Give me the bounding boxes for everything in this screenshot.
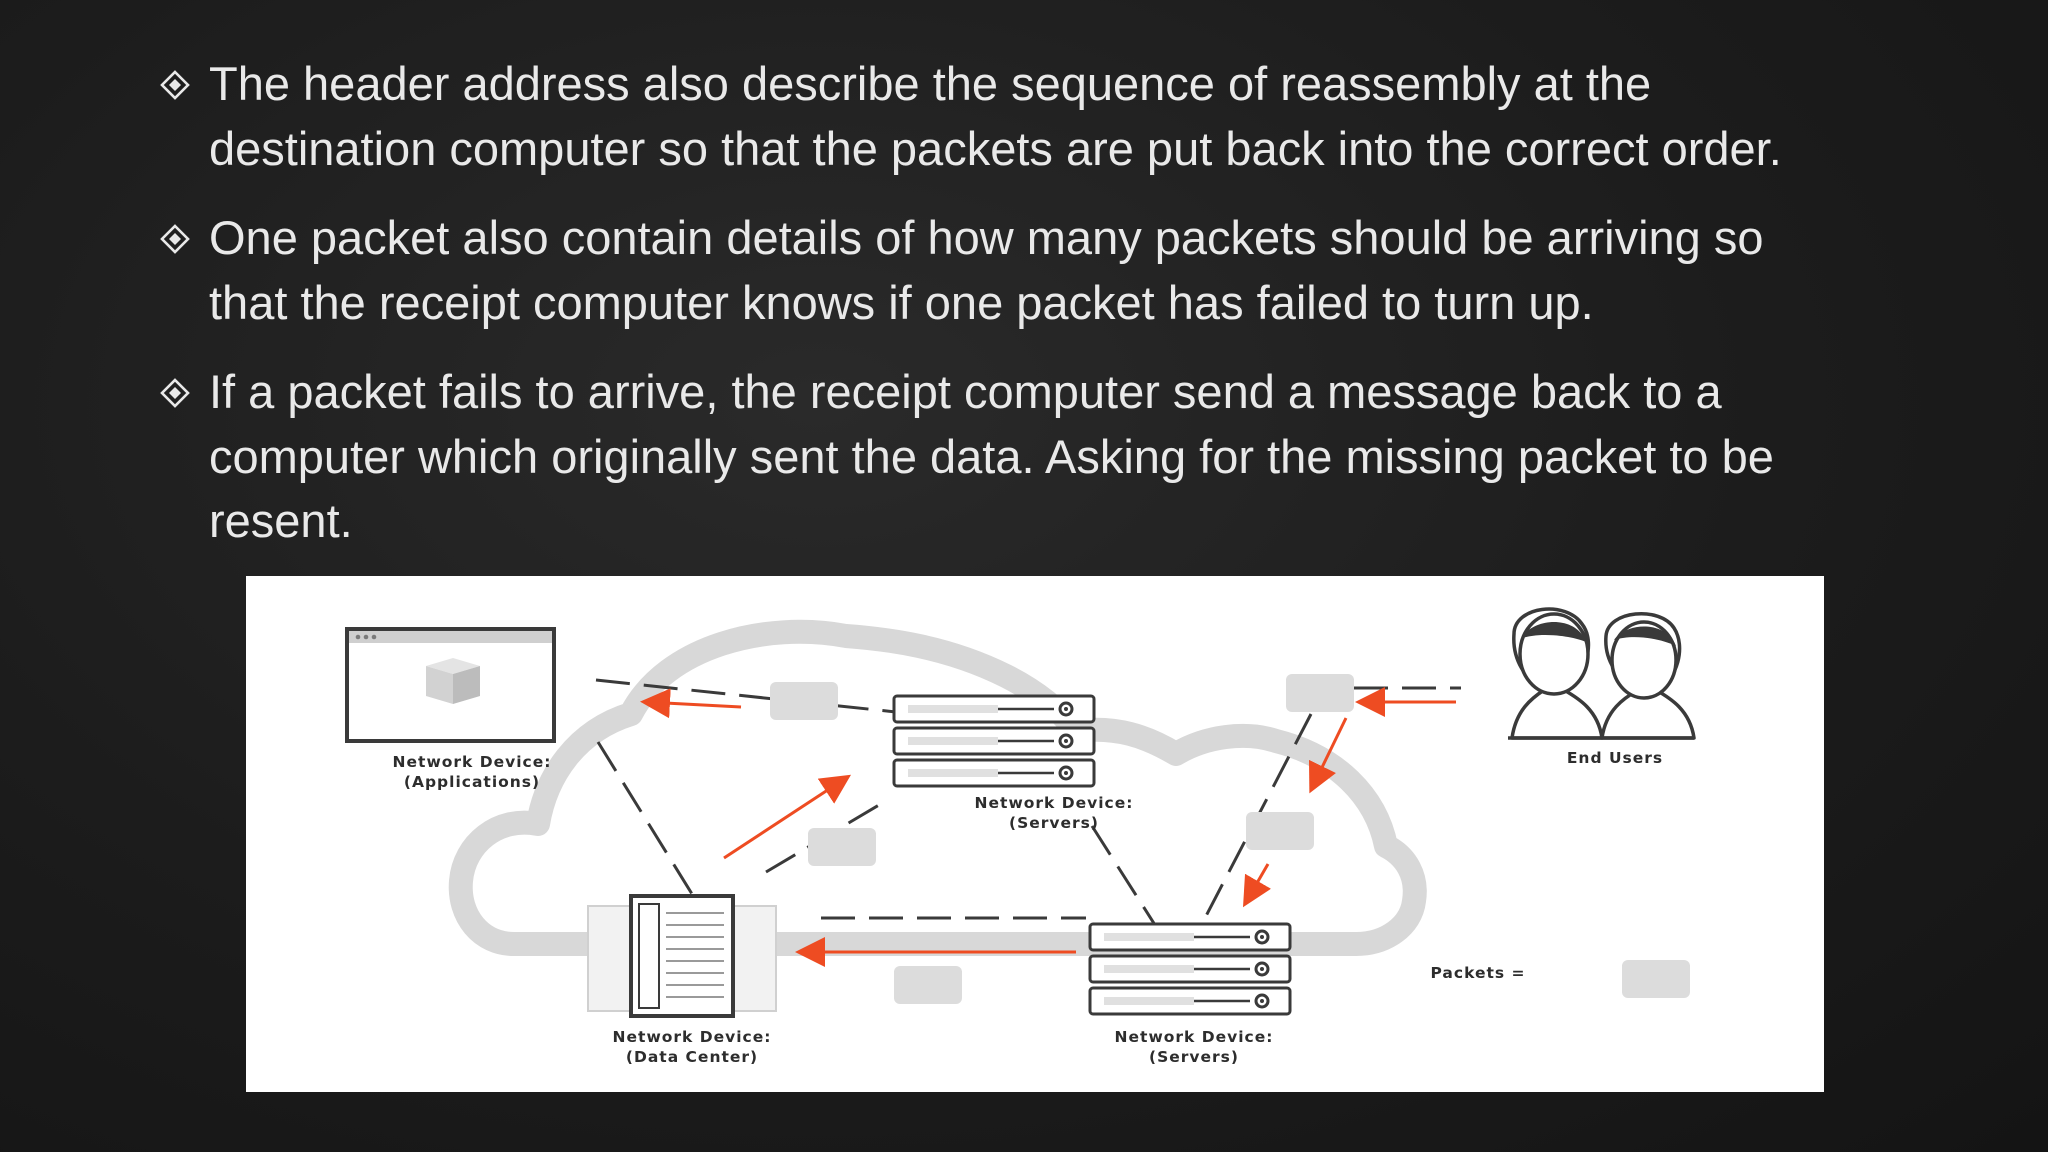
bullet-text-line: computer which originally sent the data.… xyxy=(209,429,1774,483)
network-diagram-svg: Network Device: (Applications) xyxy=(345,607,1696,1066)
applications-window-icon xyxy=(345,627,556,743)
end-users-label: End Users xyxy=(1567,749,1663,767)
bullet-text-line: If a packet fails to arrive, the receipt… xyxy=(209,365,1722,418)
end-users-icon xyxy=(1508,607,1696,740)
bullet-text-line: resent. xyxy=(209,494,353,547)
servers-top-label-line1: Network Device: xyxy=(975,794,1134,812)
diamond-bullet-icon xyxy=(160,70,190,100)
network-diagram: Network Device: (Applications) xyxy=(246,576,1824,1092)
packet-flow-arrows xyxy=(640,687,1456,967)
servers-top-label-line2: (Servers) xyxy=(1009,814,1099,832)
bullet-text-line: destination computer so that the packets… xyxy=(209,121,1782,175)
server-rack-icon xyxy=(1088,922,1292,1016)
cube-icon xyxy=(426,658,480,704)
packets xyxy=(770,674,1354,1004)
diamond-bullet-icon xyxy=(160,224,190,254)
bullet-item: The header address also describe the seq… xyxy=(160,52,1920,181)
applications-label-line2: (Applications) xyxy=(404,773,540,791)
applications-label-line1: Network Device: xyxy=(393,753,552,771)
bullet-text-line: One packet also contain details of how m… xyxy=(209,211,1764,264)
servers-bottom-label-line2: (Servers) xyxy=(1149,1048,1239,1066)
data-center-icon xyxy=(587,894,777,1018)
cloud-shape xyxy=(448,619,1427,956)
data-center-label-line1: Network Device: xyxy=(613,1028,772,1046)
packets-legend-label: Packets = xyxy=(1430,964,1525,982)
bullet-text-line: that the receipt computer knows if one p… xyxy=(209,275,1594,329)
servers-bottom-label-line1: Network Device: xyxy=(1115,1028,1274,1046)
packet-legend-swatch xyxy=(1622,960,1690,998)
bullet-item: One packet also contain details of how m… xyxy=(160,206,1920,335)
data-center-label-line2: (Data Center) xyxy=(626,1048,758,1066)
server-rack-icon xyxy=(892,694,1096,788)
diamond-bullet-icon xyxy=(160,378,190,408)
bullet-item: If a packet fails to arrive, the receipt… xyxy=(160,360,1920,554)
bullet-list: The header address also describe the seq… xyxy=(160,52,1920,579)
bullet-text-line: The header address also describe the seq… xyxy=(209,57,1652,110)
